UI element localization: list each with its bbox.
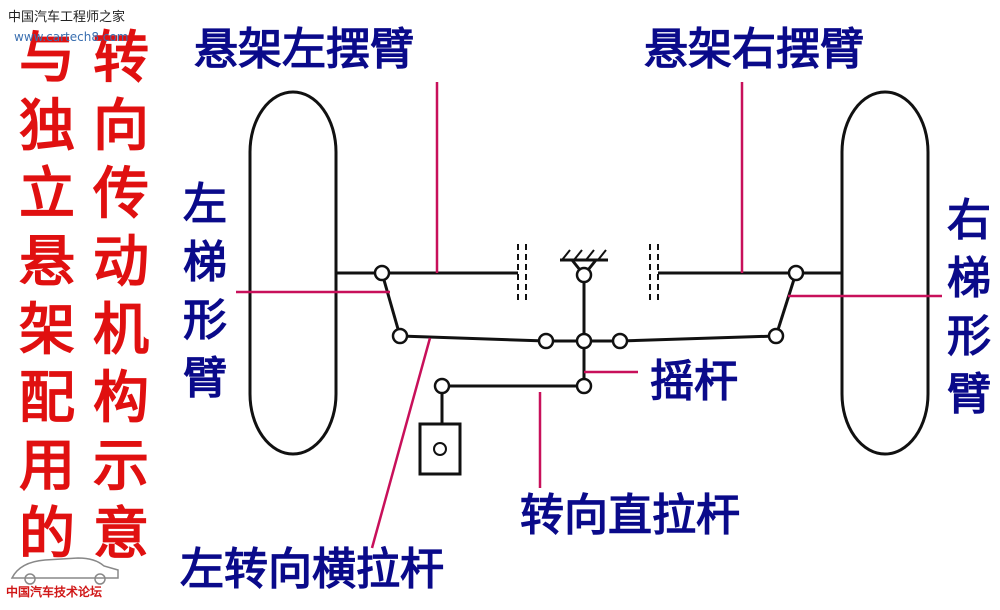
label-left-trapezoid-arm: 左梯形臂 (183, 179, 227, 404)
joint-right-trap (767, 327, 785, 345)
joint-left-knuckle (373, 264, 391, 282)
left-tie-rod-line (399, 334, 547, 343)
right-wheel (840, 90, 930, 456)
steering-gear-box (418, 422, 462, 476)
watermark-bottom: 中国汽车技术论坛 (6, 585, 103, 599)
label-drag-link: 转向直拉杆 (520, 490, 740, 541)
joint-left-trap (391, 327, 409, 345)
joint-right-knuckle (787, 264, 805, 282)
label-right-trapezoid-arm: 右梯形臂 (947, 195, 991, 420)
leader-left-tie-rod (370, 337, 432, 549)
label-left-tie-rod: 左转向横拉杆 (180, 544, 444, 595)
title-column-1: 与独立悬架配用的 (19, 25, 75, 567)
left-wheel (248, 90, 338, 456)
title-column-2: 转向传动机构示意 (93, 25, 149, 567)
label-right-swing-arm: 悬架右摆臂 (644, 24, 864, 75)
label-rocker-arm: 摇杆 (650, 356, 738, 407)
watermark-top: 中国汽车工程师之家 (8, 10, 126, 25)
watermark-url: www.cartech8.com (14, 30, 129, 44)
car-logo-icon (10, 557, 119, 579)
label-left-swing-arm: 悬架左摆臂 (194, 24, 414, 75)
